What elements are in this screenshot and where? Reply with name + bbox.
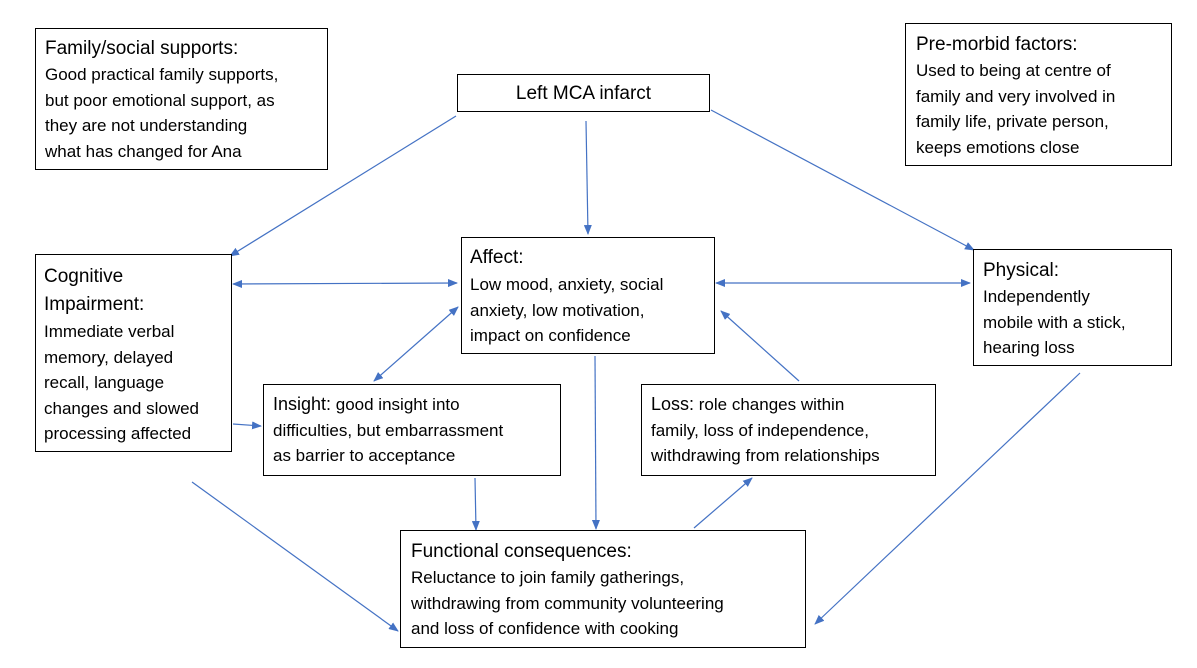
cognitive-line-3: recall, language <box>44 373 165 392</box>
cognitive-line-1: Immediate verbal <box>44 322 175 341</box>
premorbid-title: Pre-morbid factors: <box>916 34 1078 55</box>
node-premorbid: Pre-morbid factors: Used to being at cen… <box>905 23 1172 166</box>
node-loss: Loss: role changes within family, loss o… <box>641 384 936 476</box>
loss-title: Loss: <box>651 394 695 414</box>
node-affect: Affect: Low mood, anxiety, social anxiet… <box>461 237 715 354</box>
arrow-affect-insight <box>373 306 459 382</box>
cognitive-line-2: memory, delayed <box>44 347 174 367</box>
insight-title: Insight: <box>273 394 332 414</box>
loss-first-line-rest: role changes within <box>694 395 845 414</box>
loss-line-2: family, loss of independence, <box>651 420 869 440</box>
arrow-insight-functional <box>471 477 480 531</box>
arrow-cognitive-insight <box>232 421 262 430</box>
node-mca: Left MCA infarct <box>457 74 710 112</box>
insight-first-line: Insight: good insight into <box>273 392 560 418</box>
mca-title: Left MCA infarct <box>515 83 652 104</box>
premorbid-line-4: keeps emotions close <box>916 137 1080 157</box>
family-line-1: Good practical family supports, <box>45 65 279 84</box>
physical-title: Physical: <box>983 260 1060 281</box>
insight-first-line-rest: good insight into <box>331 395 460 414</box>
functional-line-1: Reluctance to join family gatherings, <box>411 568 685 587</box>
node-family: Family/social supports: Good practical f… <box>35 28 328 170</box>
premorbid-line-2: family and very involved in <box>916 86 1116 106</box>
insight-line-2: difficulties, but embarrassment <box>273 420 504 440</box>
arrow-mca-physical <box>710 109 975 251</box>
affect-line-3: impact on confidence <box>470 326 631 345</box>
family-line-4: what has changed for Ana <box>45 141 242 161</box>
functional-line-2: withdrawing from community volunteering <box>411 593 724 613</box>
cognitive-title-2: Impairment: <box>44 294 145 315</box>
cognitive-line-5: processing affected <box>44 424 192 443</box>
node-functional: Functional consequences: Reluctance to j… <box>400 530 806 648</box>
node-physical: Physical: Independently mobile with a st… <box>973 249 1172 366</box>
arrow-cognitive-functional <box>191 481 399 632</box>
node-cognitive: Cognitive Impairment: Immediate verbal m… <box>35 254 232 452</box>
arrow-cognitive-affect <box>232 279 458 288</box>
family-title: Family/social supports: <box>45 38 239 59</box>
functional-title: Functional consequences: <box>411 541 632 562</box>
arrow-mca-affect <box>583 120 592 235</box>
affect-line-1: Low mood, anxiety, social <box>470 275 664 294</box>
physical-line-1: Independently <box>983 287 1090 306</box>
affect-title: Affect: <box>470 247 524 268</box>
insight-line-3: as barrier to acceptance <box>273 446 456 465</box>
arrow-affect-functional <box>591 355 600 530</box>
arrow-functional-loss <box>693 477 753 529</box>
premorbid-line-1: Used to being at centre of <box>916 61 1111 80</box>
node-insight: Insight: good insight into difficulties,… <box>263 384 561 476</box>
physical-line-2: mobile with a stick, <box>983 312 1126 332</box>
loss-first-line: Loss: role changes within <box>651 392 935 418</box>
functional-line-3: and loss of confidence with cooking <box>411 619 679 638</box>
physical-line-3: hearing loss <box>983 338 1075 357</box>
loss-line-3: withdrawing from relationships <box>651 446 880 465</box>
arrow-physical-functional <box>814 372 1081 625</box>
arrow-mca-cognitive <box>229 115 457 257</box>
cognitive-title-1: Cognitive <box>44 266 124 287</box>
premorbid-line-3: family life, private person, <box>916 112 1109 131</box>
family-line-2: but poor emotional support, as <box>45 90 275 110</box>
affect-line-2: anxiety, low motivation, <box>470 300 645 320</box>
arrow-loss-affect <box>720 310 800 382</box>
cognitive-line-4: changes and slowed <box>44 398 200 418</box>
family-line-3: they are not understanding <box>45 116 248 135</box>
